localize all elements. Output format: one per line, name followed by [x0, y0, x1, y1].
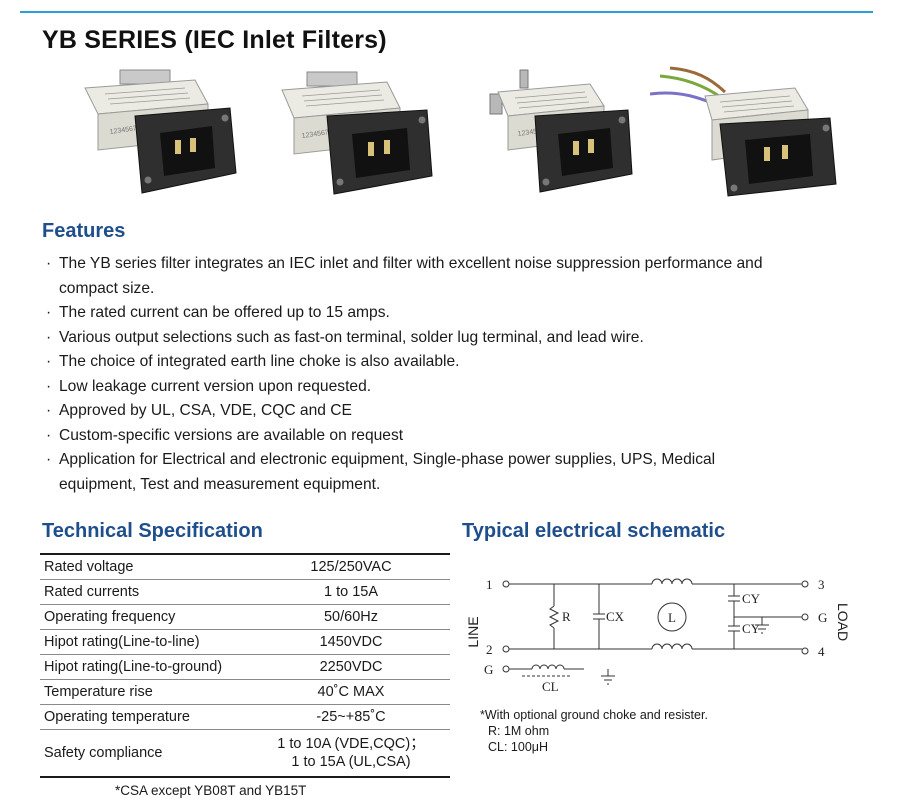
product-photo-3: 12345678 — [480, 68, 640, 198]
load-label: LOAD — [835, 603, 851, 641]
product-photo-1: 12345678 — [80, 68, 240, 198]
terminal-4-label: 4 — [818, 644, 825, 659]
feature-item: ·Various output selections such as fast-… — [44, 326, 874, 351]
product-serial-1: 12345678 — [109, 125, 141, 136]
table-row: Hipot rating(Line-to-ground)2250VDC — [40, 654, 450, 680]
line-label: LINE — [465, 616, 481, 647]
bullet-icon: · — [46, 328, 52, 346]
terminal-g-in-label: G — [484, 662, 493, 677]
resistor-label: R — [562, 609, 571, 624]
terminal-3-label: 3 — [818, 577, 825, 592]
product-photo-2: 12345678 — [272, 68, 442, 198]
inductor-label: L — [668, 610, 676, 625]
spec-heading: Technical Specification — [42, 520, 263, 542]
table-row: Hipot rating(Line-to-line)1450VDC — [40, 629, 450, 655]
bullet-icon: · — [46, 426, 52, 444]
terminal-1-label: 1 — [486, 577, 493, 592]
cl-value: CL: 100μH — [488, 740, 549, 754]
schematic-diagram: LINE LOAD 1 2 G 3 G 4 — [465, 577, 851, 694]
schematic-heading: Typical electrical schematic — [462, 520, 726, 542]
page-title: YB SERIES (IEC Inlet Filters) — [42, 26, 387, 54]
spec-footnote: *CSA except YB08T and YB15T — [115, 783, 307, 798]
bullet-icon: · — [46, 255, 52, 272]
terminal-2-label: 2 — [486, 642, 493, 657]
product-serial-3: 12345678 — [517, 127, 549, 138]
feature-item: ·Approved by UL, CSA, VDE, CQC and CE — [44, 399, 874, 424]
r-value: R: 1M ohm — [488, 724, 550, 738]
cy-top-label: CY — [742, 591, 761, 606]
features-heading: Features — [42, 220, 126, 242]
product-serial-2: 12345678 — [301, 129, 333, 140]
product-photo-4: 12345678 — [650, 62, 840, 202]
terminal-g-out-label: G — [818, 610, 827, 625]
feature-item: ·Custom-specific versions are available … — [44, 424, 874, 449]
cx-label: CX — [606, 609, 625, 624]
bullet-icon: · — [46, 353, 52, 370]
bullet-icon: · — [46, 402, 52, 419]
top-rule — [20, 11, 873, 13]
feature-item: ·The YB series filter integrates an IEC … — [44, 252, 874, 301]
feature-item: ·The choice of integrated earth line cho… — [44, 350, 874, 375]
cl-label: CL — [542, 679, 559, 694]
bullet-icon: · — [46, 377, 52, 395]
schematic-note: *With optional ground choke and resister… — [480, 708, 708, 722]
feature-item: ·The rated current can be offered up to … — [44, 301, 874, 326]
table-row: Operating temperature-25~+85˚C — [40, 704, 450, 730]
cy-bottom-label: CY — [742, 621, 761, 636]
bullet-icon: · — [46, 451, 52, 468]
feature-item: ·Low leakage current version upon reques… — [44, 375, 874, 400]
bullet-icon: · — [46, 304, 52, 321]
feature-item: ·Application for Electrical and electron… — [44, 448, 874, 497]
features-list: ·The YB series filter integrates an IEC … — [44, 252, 874, 497]
